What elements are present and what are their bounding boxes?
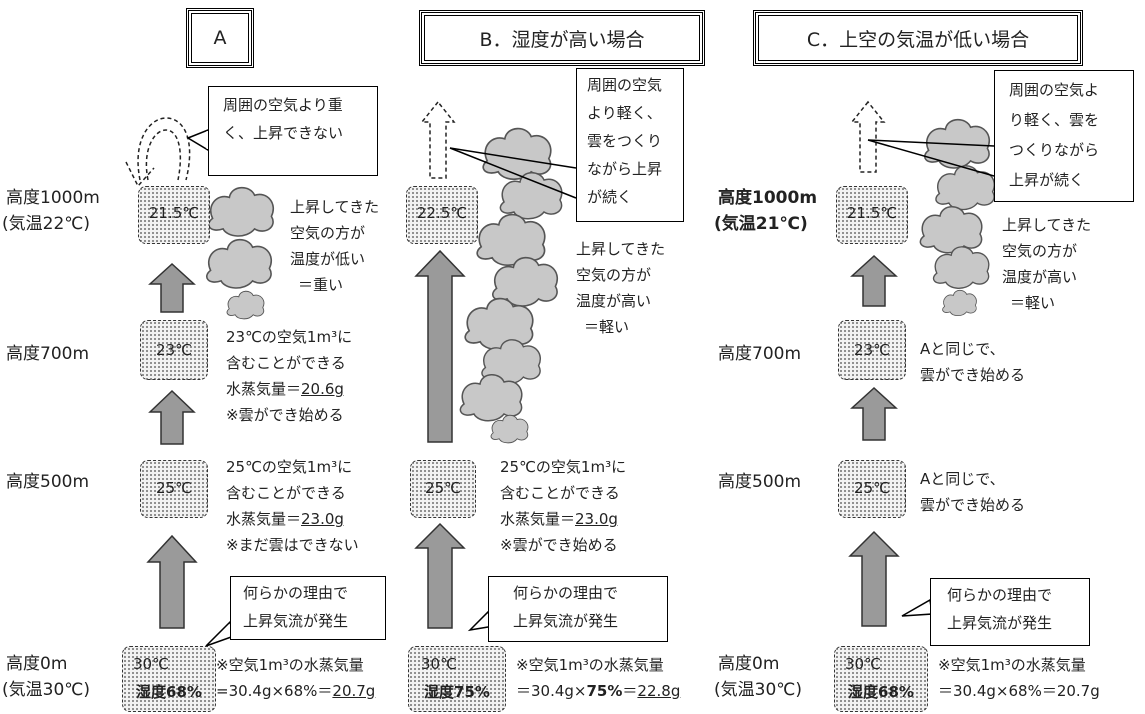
callout-a-cause: 何らかの理由で 上昇気流が発生 xyxy=(230,576,386,640)
callout-tail-c-cause xyxy=(901,598,933,617)
air-parcel-b-500: 25℃ xyxy=(410,460,476,518)
dashed-up-arrow-c xyxy=(850,100,886,173)
altitude-0-temp-a: (気温30℃) xyxy=(2,680,90,700)
air-parcel-a-0: 30℃ 湿度68% xyxy=(122,646,216,712)
note-a-500: 25℃の空気1m³に 含むことができる 水蒸気量＝23.0g ※まだ雲はできない xyxy=(226,458,359,554)
note-a-top: 上昇してきた 空気の方が 温度が低い ＝重い xyxy=(290,198,380,294)
header-a: A xyxy=(186,8,254,68)
air-parcel-a-700: 23℃ xyxy=(140,320,208,380)
header-b: B．湿度が高い場合 xyxy=(419,10,705,66)
arrow-c-700-1000 xyxy=(850,254,898,307)
dashed-up-arrow-b xyxy=(420,100,456,179)
air-parcel-c-700: 23℃ xyxy=(838,320,906,380)
callout-pointer-lines-b xyxy=(449,147,577,199)
air-parcel-a-1000: 21.5℃ xyxy=(138,186,210,244)
altitude-700-c: 高度700m xyxy=(718,344,802,364)
dashed-return-arrow-a xyxy=(125,117,191,188)
air-parcel-c-0: 30℃ 湿度68% xyxy=(834,646,928,712)
callout-pointer-lines-c xyxy=(867,139,995,177)
callout-tail-a-top xyxy=(186,128,210,152)
callout-b-cause: 何らかの理由で 上昇気流が発生 xyxy=(488,576,668,642)
cloud-c xyxy=(919,118,996,317)
air-parcel-a-500: 25℃ xyxy=(140,460,208,518)
header-b-label: B．湿度が高い場合 xyxy=(479,28,645,51)
callout-b-top: 周囲の空気 より軽く、 雲をつくり ながら上昇 が続く xyxy=(576,68,684,222)
altitude-1000-temp-a: (気温22℃) xyxy=(2,214,90,234)
altitude-0-a: 高度0m xyxy=(6,654,68,674)
arrow-a-0-500 xyxy=(146,534,198,629)
arrow-c-500-700 xyxy=(850,386,898,441)
calc-b: ※空気1m³の水蒸気量 ＝30.4g×75%＝22.8g xyxy=(516,656,681,700)
cloud-b xyxy=(459,127,563,444)
note-b-500: 25℃の空気1m³に 含むことができる 水蒸気量＝23.0g ※雲ができ始める xyxy=(500,458,627,554)
altitude-0-c: 高度0m xyxy=(718,654,780,674)
air-parcel-b-1000: 22.5℃ xyxy=(406,186,478,244)
arrow-a-700-1000 xyxy=(148,262,196,313)
cloud-a xyxy=(205,186,275,320)
note-b-top: 上昇してきた 空気の方が 温度が高い ＝軽い xyxy=(576,240,666,336)
callout-c-top: 周囲の空気よ り軽く、雲を つくりながら 上昇が続く xyxy=(994,70,1134,202)
air-parcel-c-500: 25℃ xyxy=(838,460,906,518)
header-a-label: A xyxy=(213,27,227,49)
altitude-0-temp-c: (気温30℃) xyxy=(714,680,802,700)
altitude-1000-a: 高度1000m xyxy=(6,188,100,208)
note-a-700: 23℃の空気1m³に 含むことができる 水蒸気量＝20.6g ※雲ができ始める xyxy=(226,328,353,424)
header-c: C．上空の気温が低い場合 xyxy=(753,10,1083,66)
header-c-label: C．上空の気温が低い場合 xyxy=(806,28,1030,51)
arrow-b-0-500 xyxy=(414,522,466,629)
callout-c-cause: 何らかの理由で 上昇気流が発生 xyxy=(930,578,1090,646)
arrow-c-0-500 xyxy=(848,530,900,627)
altitude-1000-temp-c: (気温21℃) xyxy=(714,214,808,234)
callout-a-top: 周囲の空気より重 く、上昇できない xyxy=(208,86,378,176)
note-c-top: 上昇してきた 空気の方が 温度が高い ＝軽い xyxy=(1002,216,1092,312)
altitude-500-a: 高度500m xyxy=(6,472,90,492)
air-parcel-b-0: 30℃ 湿度75% xyxy=(408,646,506,712)
note-c-700: Aと同じで、 雲ができ始める xyxy=(920,340,1026,384)
arrow-a-500-700 xyxy=(148,389,196,445)
altitude-500-c: 高度500m xyxy=(718,472,802,492)
altitude-700-a: 高度700m xyxy=(6,344,90,364)
arrow-b-500-1000 xyxy=(414,249,466,443)
calc-a: ※空気1m³の水蒸気量 =30.4g×68%＝20.7g xyxy=(216,656,376,700)
altitude-1000-c: 高度1000m xyxy=(718,188,818,208)
calc-c: ※空気1m³の水蒸気量 ＝30.4g×68%＝20.7g xyxy=(938,656,1100,700)
note-c-500: Aと同じで、 雲ができ始める xyxy=(920,470,1026,514)
air-parcel-c-1000: 21.5℃ xyxy=(836,186,908,244)
